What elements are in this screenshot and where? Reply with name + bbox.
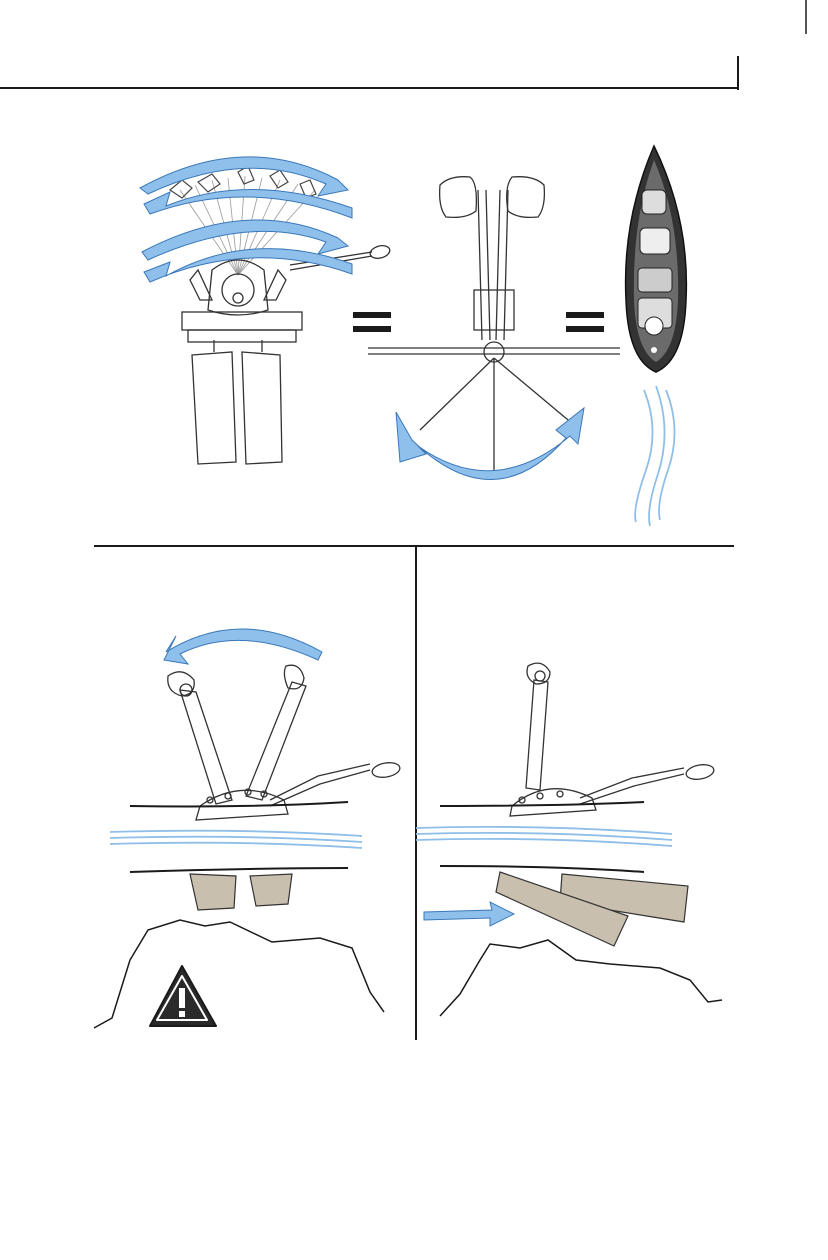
water-wake-lines (635, 386, 674, 526)
equals-sign (353, 312, 391, 332)
equals-sign (566, 312, 604, 332)
kayak-top-view (626, 146, 687, 372)
pedal-cranks-top-view (368, 177, 620, 470)
fins-up-scene (94, 629, 401, 1028)
warning-triangle-icon (150, 966, 216, 1026)
fins-folded-scene (416, 663, 722, 1016)
swing-arrow (396, 408, 584, 480)
page-header-rule (0, 0, 806, 90)
